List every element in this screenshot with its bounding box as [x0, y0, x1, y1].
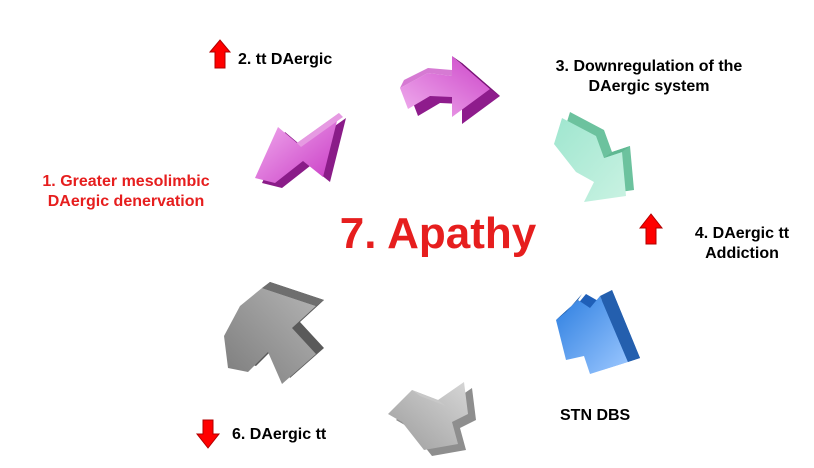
gray-arrow — [224, 282, 324, 384]
step-4-label: 4. DAergic tt Addiction — [672, 224, 812, 264]
blue-arrow — [556, 290, 640, 374]
light-gray-arrow — [388, 382, 476, 456]
magenta-arrow-1 — [255, 113, 346, 188]
up-arrow-icon-step-2 — [208, 39, 232, 69]
step-1-label-line-1: 1. Greater mesolimbic — [42, 173, 210, 190]
step-3-label: 3. Downregulation of the DAergic system — [518, 57, 780, 97]
down-arrow-icon-step-6 — [195, 419, 221, 449]
step-3-label-line-1: 3. Downregulation of the — [555, 58, 743, 75]
step-1-label: 1. Greater mesolimbic DAergic denervatio… — [8, 172, 244, 212]
step-4-label-line-2: Addiction — [705, 245, 779, 262]
step-3-label-line-2: DAergic system — [588, 78, 710, 95]
step-5-label: STN DBS — [560, 407, 631, 424]
step-1-label-line-2: DAergic denervation — [47, 193, 205, 210]
green-arrow — [554, 112, 634, 202]
up-arrow-icon-step-4 — [638, 213, 664, 245]
step-2-label: 2. tt DAergic — [238, 51, 333, 68]
center-title: 7. Apathy — [339, 209, 537, 258]
step-6-label: 6. DAergic tt — [232, 426, 327, 443]
step-4-label-line-1: 4. DAergic tt — [694, 225, 790, 242]
magenta-arrow-2 — [400, 56, 500, 124]
